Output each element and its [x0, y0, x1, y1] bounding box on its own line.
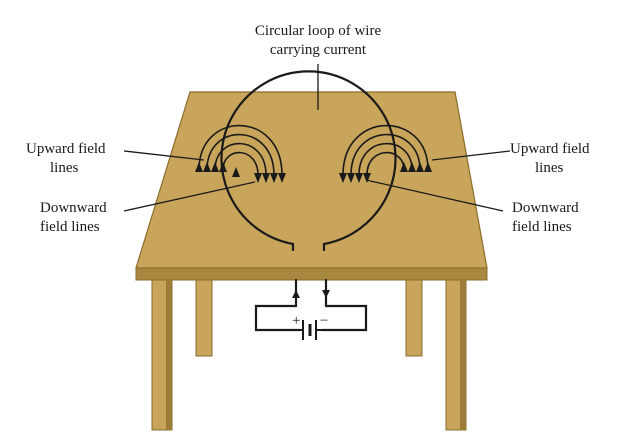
- label-downward-left-line2: field lines: [40, 219, 100, 235]
- table-leg-back-left: [195, 277, 213, 357]
- field-lines-left: [195, 124, 286, 183]
- table-legs-front: [151, 279, 467, 431]
- label-upward-right-line1: Upward field: [510, 141, 590, 157]
- label-loop-line2: carrying current: [270, 42, 367, 58]
- lead-arrow-down: [322, 290, 330, 298]
- lead-arrow-up: [292, 290, 300, 298]
- leader-downward-right: [365, 179, 504, 212]
- table-legs-back: [195, 277, 423, 357]
- table-leg-front-right-shade: [460, 280, 466, 430]
- leader-upward-right: [431, 150, 511, 161]
- label-loop-line1: Circular loop of wire: [255, 23, 382, 39]
- field-lines-right: [339, 124, 432, 183]
- battery-circuit: + −: [254, 304, 368, 340]
- leader-upward-left: [123, 150, 205, 161]
- label-upward-left-line2: lines: [50, 160, 78, 176]
- label-upward-left-line1: Upward field: [26, 141, 106, 157]
- table-edge: [135, 267, 488, 281]
- table-leg-back-right: [405, 277, 423, 357]
- label-downward-right-line1: Downward: [512, 200, 579, 216]
- table-top: [135, 91, 488, 269]
- battery-minus-sign: −: [320, 313, 328, 329]
- label-downward-left-line1: Downward: [40, 200, 107, 216]
- wire-loop: [220, 70, 397, 252]
- leader-downward-left: [123, 181, 256, 212]
- battery-plus-sign: +: [292, 313, 300, 329]
- label-downward-right-line2: field lines: [512, 219, 572, 235]
- label-upward-right-line2: lines: [535, 160, 563, 176]
- table-leg-front-left-shade: [166, 280, 172, 430]
